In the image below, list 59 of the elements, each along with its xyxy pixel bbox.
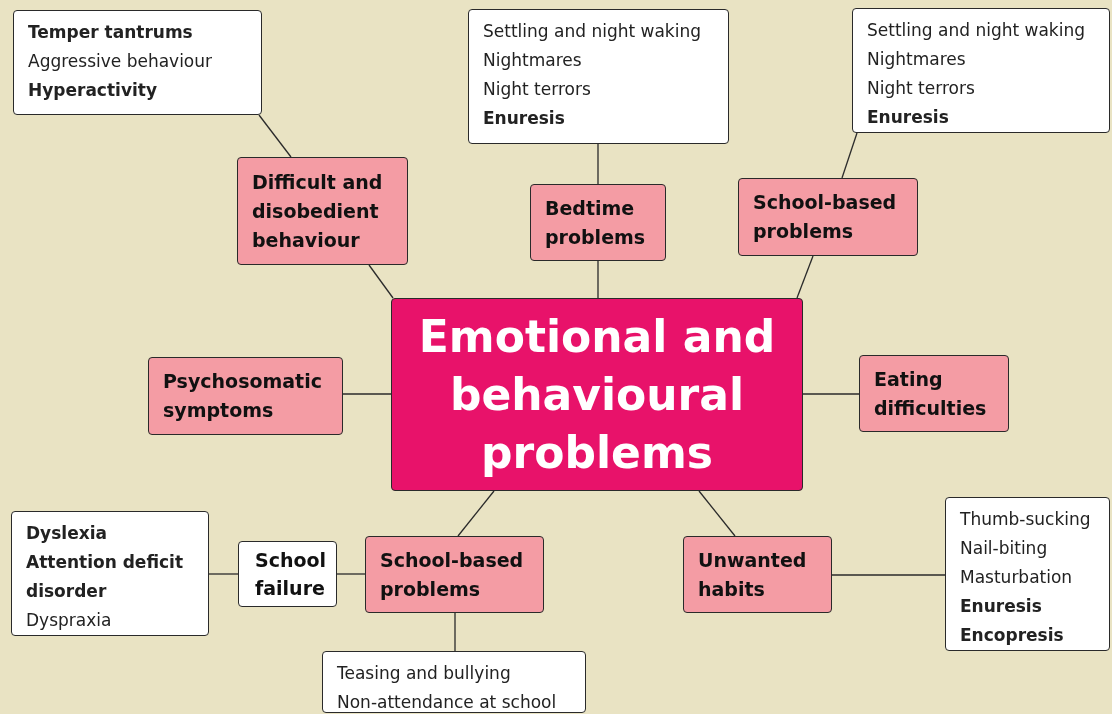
connector-line <box>597 260 599 299</box>
list-item: Enuresis <box>867 106 950 129</box>
list-item: Teasing and bullying <box>337 662 512 685</box>
box-label: Unwanted habits <box>698 547 808 602</box>
subcategory-box <box>238 541 337 607</box>
category-box <box>148 357 343 435</box>
category-box <box>683 536 832 613</box>
list-item: Night terrors <box>483 78 592 101</box>
connector-line <box>831 574 946 576</box>
list-item: Nail-biting <box>960 537 1049 560</box>
connector-line <box>454 612 456 652</box>
box-label: School-based problems <box>753 190 898 244</box>
list-item: Hyperactivity <box>28 79 158 102</box>
box-label: Difficult and disobedient behaviour <box>252 169 384 253</box>
list-item: Night terrors <box>867 77 976 100</box>
connector-line <box>208 573 239 575</box>
list-box <box>852 8 1110 133</box>
list-item: Nightmares <box>483 49 583 72</box>
list-item: Nightmares <box>867 48 967 71</box>
central-topic-box <box>391 298 803 491</box>
connector-line <box>368 264 394 299</box>
category-box <box>530 184 666 261</box>
list-item: Attention deficit disorder <box>26 551 185 603</box>
list-box <box>945 497 1110 651</box>
connector-line <box>336 573 366 575</box>
category-box <box>859 355 1009 432</box>
category-box <box>237 157 408 265</box>
list-item: Aggressive behaviour <box>28 50 214 73</box>
connector-line <box>841 132 858 179</box>
list-item: Masturbation <box>960 566 1074 589</box>
box-label: School-based problems <box>380 547 525 602</box>
list-box <box>322 651 586 713</box>
connector-line <box>796 255 814 299</box>
connector-line <box>802 393 860 395</box>
list-item: Settling and night waking <box>867 19 1086 42</box>
connector-line <box>698 490 736 537</box>
box-label: Psychosomatic symptoms <box>163 369 323 423</box>
list-item: Temper tantrums <box>28 21 194 44</box>
list-box <box>468 9 729 144</box>
list-item: Enuresis <box>960 595 1043 618</box>
list-box <box>13 10 262 115</box>
box-label: School failure <box>255 548 328 601</box>
list-item: Dyslexia <box>26 522 108 545</box>
connector-line <box>457 490 495 537</box>
connector-line <box>342 393 392 395</box>
list-item: Non-attendance at school <box>337 691 558 714</box>
list-item: Settling and night waking <box>483 20 702 43</box>
list-item: Dyspraxia <box>26 609 113 632</box>
list-box <box>11 511 209 636</box>
category-box <box>738 178 918 256</box>
list-item: Encopresis <box>960 624 1065 647</box>
list-item: Enuresis <box>483 107 566 130</box>
box-label: Eating difficulties <box>874 366 988 421</box>
connector-line <box>597 143 599 185</box>
list-item: Thumb-sucking <box>960 508 1092 531</box>
box-label: Bedtime problems <box>545 195 647 250</box>
connector-line <box>258 114 292 158</box>
box-label: Emotional and behavioural problems <box>417 309 777 480</box>
category-box <box>365 536 544 613</box>
